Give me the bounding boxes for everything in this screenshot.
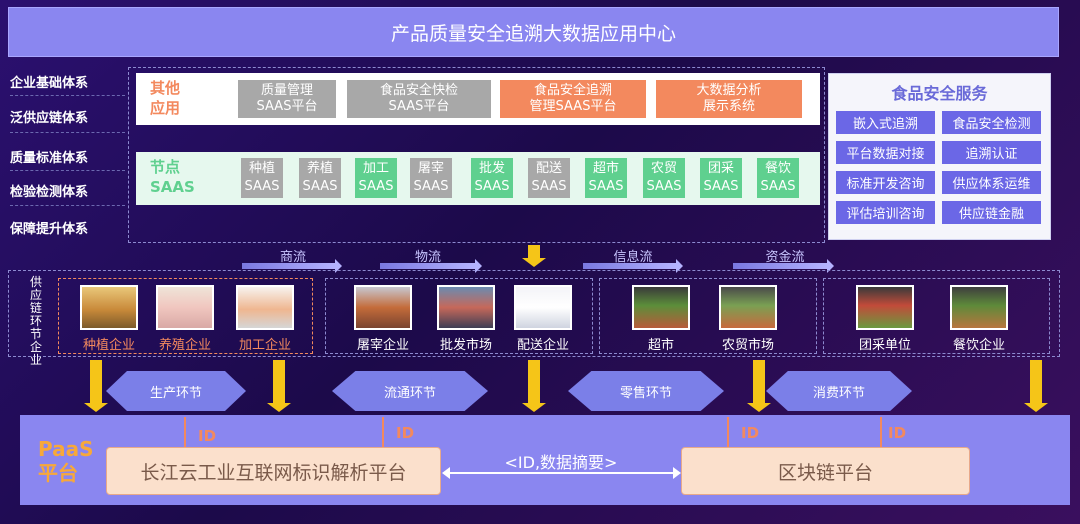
svc-supply-ops: 供应体系运维: [942, 171, 1041, 194]
circulation-group: [325, 278, 593, 354]
node-farmers-market: 农贸 SAAS: [643, 158, 685, 198]
system-quality-standard: 质量标准体系: [10, 151, 89, 166]
svc-standard-consult: 标准开发咨询: [836, 171, 935, 194]
down-arrow-planting: [84, 360, 108, 412]
node-planting: 种植 SAAS: [241, 158, 283, 198]
flow-capital-arrow: [733, 259, 834, 273]
production-group: [58, 278, 313, 354]
down-arrow-processing: [267, 360, 291, 412]
divider: [10, 205, 125, 206]
stage-retail: 零售环节: [568, 371, 724, 411]
center-down-arrow: [522, 245, 546, 267]
other-apps-label: 其他 应用: [150, 79, 181, 117]
svc-embedded-trace: 嵌入式追溯: [836, 111, 935, 134]
ent-planting: 种植企业: [82, 338, 135, 353]
app-traceability-saas: 食品安全追溯 管理SAAS平台: [500, 80, 646, 118]
supply-chain-label: 供 应 链 环 节 企 业: [29, 275, 42, 367]
group-buying-photo: [856, 285, 914, 330]
system-assurance: 保障提升体系: [10, 222, 89, 237]
id-tag-3: ID: [741, 424, 760, 442]
food-safety-panel: 食品安全服务 嵌入式追溯 食品安全检测 平台数据对接 追溯认证 标准开发咨询 供…: [828, 73, 1051, 240]
node-breeding: 养植 SAAS: [299, 158, 341, 198]
processing-photo: [236, 285, 294, 330]
flow-commerce-label: 商流: [279, 250, 306, 265]
node-delivery: 配送 SAAS: [528, 158, 570, 198]
flow-logistics-label: 物流: [414, 250, 441, 265]
divider: [10, 95, 125, 96]
svc-food-testing: 食品安全检测: [942, 111, 1041, 134]
stage-consumption: 消费环节: [766, 371, 912, 411]
platform-link-line: [446, 472, 676, 474]
system-supply-chain: 泛供应链体系: [10, 111, 89, 126]
flow-commerce-arrow: [242, 259, 342, 273]
id-link-3: [727, 417, 729, 447]
node-processing: 加工 SAAS: [355, 158, 397, 198]
flow-info-arrow: [583, 259, 683, 273]
down-arrow-delivery: [522, 360, 546, 412]
catering-photo: [950, 285, 1008, 330]
page-title: 产品质量安全追溯大数据应用中心: [8, 7, 1059, 57]
divider: [10, 132, 125, 133]
paas-label: PaaS 平台: [38, 437, 94, 485]
node-catering: 餐饮 SAAS: [757, 158, 799, 198]
ent-catering: 餐饮企业: [952, 338, 1005, 353]
node-wholesale: 批发 SAAS: [471, 158, 513, 198]
stage-production: 生产环节: [106, 371, 246, 411]
ent-farmers-market: 农贸市场: [721, 338, 774, 353]
application-area: [128, 67, 825, 243]
farmers-market-photo: [719, 285, 777, 330]
id-link-1: [184, 417, 186, 447]
app-fast-check-saas: 食品安全快检 SAAS平台: [347, 80, 491, 118]
system-enterprise-basic: 企业基础体系: [10, 76, 89, 91]
id-tag-1: ID: [198, 427, 217, 445]
ent-supermarket: 超市: [647, 338, 674, 353]
delivery-photo: [514, 285, 572, 330]
identity-resolution-platform: 长江云工业互联网标识解析平台: [106, 447, 441, 495]
app-big-data: 大数据分析 展示系统: [656, 80, 802, 118]
node-saas-label: 节点 SAAS: [150, 158, 195, 196]
ent-wholesale: 批发市场: [439, 338, 492, 353]
stage-circulation: 流通环节: [332, 371, 488, 411]
svc-finance: 供应链金融: [942, 201, 1041, 224]
app-quality-saas: 质量管理 SAAS平台: [238, 80, 336, 118]
svc-trace-cert: 追溯认证: [942, 141, 1041, 164]
divider: [10, 170, 125, 171]
supermarket-photo: [632, 285, 690, 330]
id-tag-2: ID: [396, 424, 415, 442]
id-tag-4: ID: [888, 424, 907, 442]
ent-breeding: 养殖企业: [158, 338, 211, 353]
id-link-4: [880, 417, 882, 447]
consumption-group: [823, 278, 1050, 354]
planting-photo: [80, 285, 138, 330]
ent-delivery: 配送企业: [516, 338, 569, 353]
flow-logistics-arrow: [380, 259, 482, 273]
node-slaughter: 屠宰 SAAS: [410, 158, 452, 198]
wholesale-photo: [437, 285, 495, 330]
flow-info-label: 信息流: [613, 250, 653, 265]
ent-group-buying: 团采单位: [858, 338, 911, 353]
ent-slaughter: 屠宰企业: [356, 338, 409, 353]
system-inspection: 检验检测体系: [10, 185, 89, 200]
flow-capital-label: 资金流: [765, 250, 805, 265]
node-group-buying: 团采 SAAS: [700, 158, 742, 198]
retail-group: [599, 278, 817, 354]
down-arrow-market: [747, 360, 771, 412]
link-arrow-left-icon: [442, 467, 450, 479]
svc-data-docking: 平台数据对接: [836, 141, 935, 164]
svc-training: 评估培训咨询: [836, 201, 935, 224]
blockchain-platform: 区块链平台: [681, 447, 970, 495]
breeding-photo: [156, 285, 214, 330]
link-arrow-right-icon: [673, 467, 681, 479]
down-arrow-catering: [1024, 360, 1048, 412]
supply-chain-area: [8, 270, 1060, 357]
id-link-2: [382, 417, 384, 447]
ent-processing: 加工企业: [238, 338, 291, 353]
node-supermarket: 超市 SAAS: [585, 158, 627, 198]
platform-link-label: <ID,数据摘要>: [504, 453, 618, 472]
slaughter-photo: [354, 285, 412, 330]
food-safety-title: 食品安全服务: [891, 84, 988, 103]
